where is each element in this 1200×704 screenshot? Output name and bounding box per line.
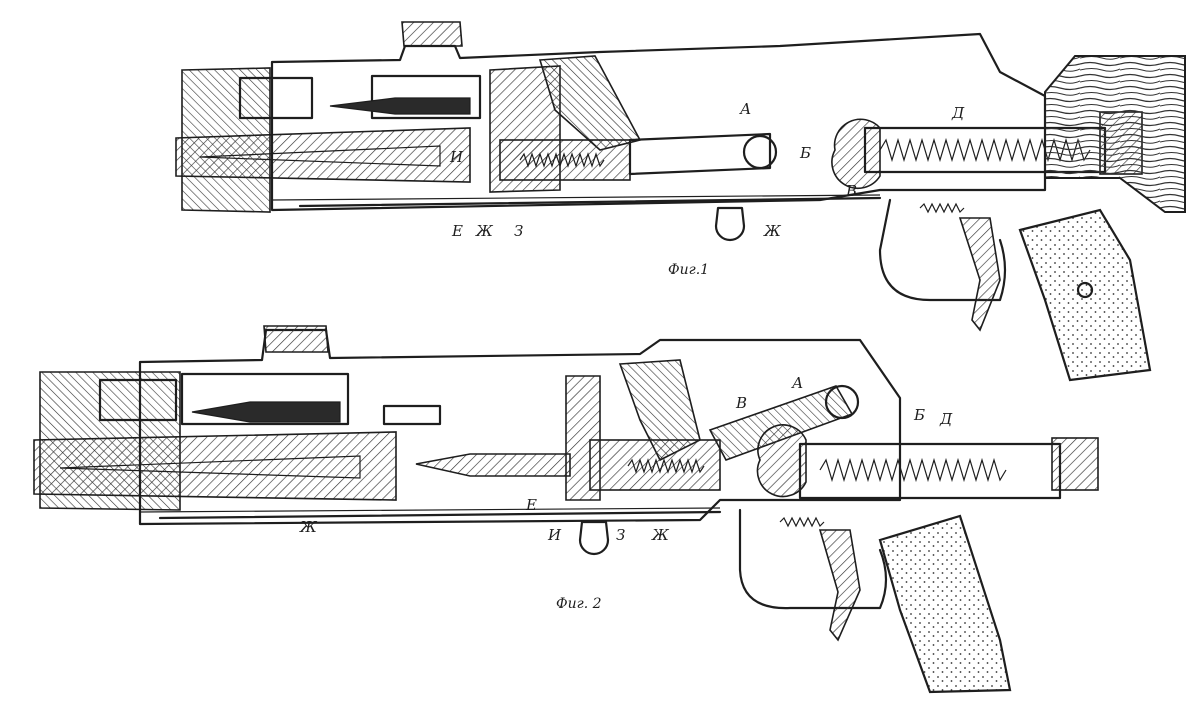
label-Z: З bbox=[514, 222, 523, 240]
caption-fig-1: Фиг.1 bbox=[668, 262, 709, 278]
rod-pivot-2 bbox=[824, 384, 860, 420]
figure-1: А Б В Д И Е Ж З Ж Фиг.1 bbox=[175, 21, 1186, 382]
cam-2 bbox=[756, 424, 807, 498]
stock-1 bbox=[1044, 55, 1186, 213]
label-Zh1: Ж bbox=[299, 518, 318, 536]
feed-window-2 bbox=[180, 372, 350, 426]
cartridge-2 bbox=[191, 401, 341, 423]
sear-spring-2 bbox=[779, 516, 825, 528]
label-B: Б bbox=[913, 406, 925, 424]
trigger-guard-1 bbox=[878, 198, 1007, 302]
rod-pivot-1 bbox=[742, 134, 778, 170]
rear-sight-1 bbox=[401, 21, 463, 47]
front-block-2 bbox=[98, 378, 178, 422]
label-I: И bbox=[449, 148, 464, 166]
feed-window-1 bbox=[370, 74, 482, 120]
label-V: В bbox=[735, 394, 747, 412]
hinge-plate-2 bbox=[382, 404, 442, 426]
label-D: Д bbox=[951, 104, 965, 122]
link-rod-2 bbox=[158, 510, 722, 520]
rear-sight-2 bbox=[263, 325, 329, 353]
sear-spring-1 bbox=[919, 202, 965, 214]
label-D: Д bbox=[939, 410, 953, 428]
link-rod-1 bbox=[298, 196, 882, 208]
bore-1 bbox=[199, 145, 441, 167]
bolt-1 bbox=[499, 139, 631, 181]
firing-spring-2 bbox=[627, 458, 705, 474]
figure-2: А В Б Д Е И З Ж Ж Фиг. 2 bbox=[33, 325, 1099, 694]
operating-rod-1 bbox=[628, 132, 772, 176]
label-Zh2: Ж bbox=[651, 526, 670, 544]
cam-1 bbox=[831, 118, 881, 190]
recoil-spring-2 bbox=[819, 457, 1007, 483]
sling-swivel-2 bbox=[578, 520, 610, 556]
cartridge-chamber-2 bbox=[415, 453, 571, 477]
sling-swivel-1 bbox=[714, 206, 746, 242]
trigger-2 bbox=[818, 529, 861, 642]
trigger-1 bbox=[958, 217, 1001, 332]
pistol-grip-1 bbox=[1018, 208, 1152, 382]
label-B: Б bbox=[799, 144, 811, 162]
muzzle-end-2 bbox=[1051, 437, 1099, 491]
label-Zh2: Ж bbox=[763, 222, 782, 240]
label-I: И bbox=[547, 526, 562, 544]
pistol-grip-2 bbox=[878, 514, 1012, 694]
barrel-1 bbox=[175, 127, 471, 183]
receiver-1 bbox=[270, 32, 1047, 212]
recoil-tube-2 bbox=[798, 442, 1062, 500]
bore-2 bbox=[59, 455, 361, 479]
label-Z: З bbox=[616, 526, 625, 544]
grip-screw-1 bbox=[1076, 281, 1094, 299]
label-V: В bbox=[845, 182, 857, 200]
bolt-2 bbox=[589, 439, 721, 491]
trigger-guard-2 bbox=[738, 508, 888, 610]
label-A: А bbox=[791, 374, 803, 392]
front-block-1 bbox=[238, 76, 314, 120]
label-Zh1: Ж bbox=[475, 222, 494, 240]
barrel-2 bbox=[33, 431, 397, 501]
cartridge-1 bbox=[329, 97, 471, 115]
label-E: Е bbox=[525, 496, 537, 514]
label-A: А bbox=[739, 100, 751, 118]
caption-fig-2: Фиг. 2 bbox=[556, 596, 602, 612]
label-E: Е bbox=[451, 222, 463, 240]
firing-spring-1 bbox=[519, 152, 605, 168]
